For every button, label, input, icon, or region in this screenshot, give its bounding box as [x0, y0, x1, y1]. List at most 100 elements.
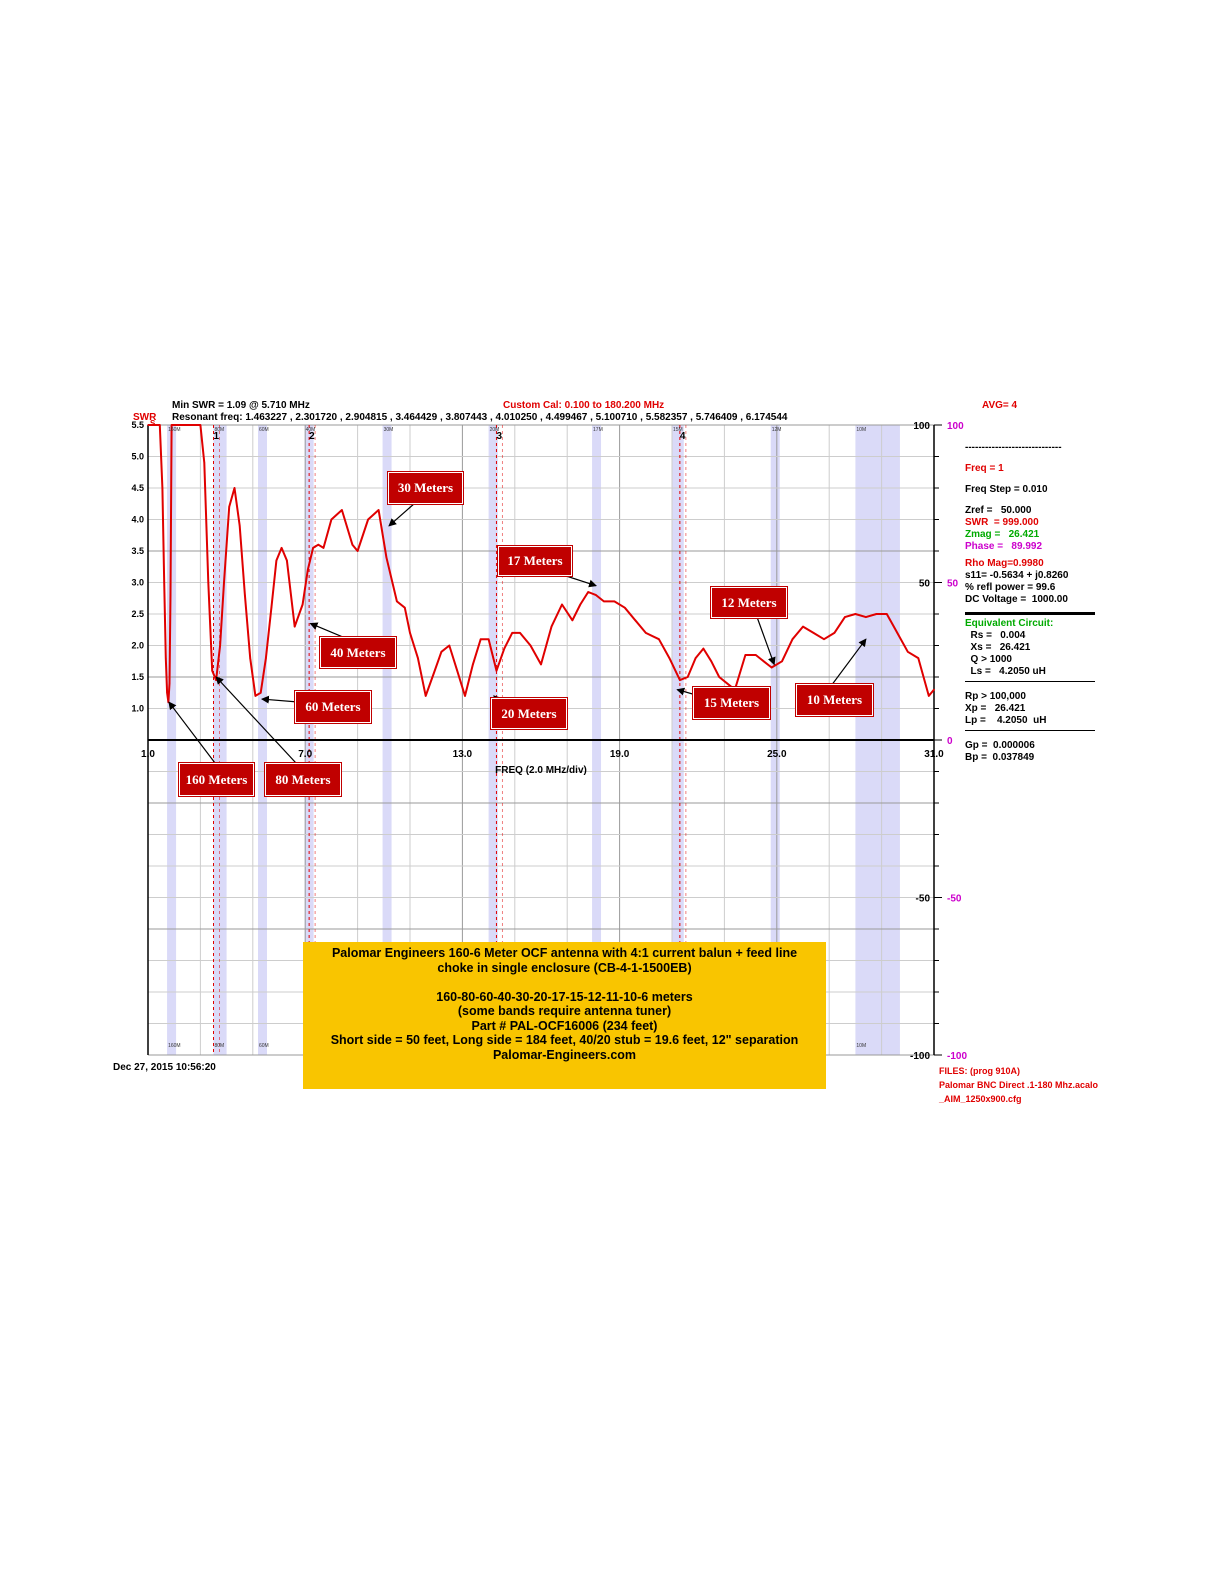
swr-point — [791, 638, 794, 640]
x-tick-label: 19.0 — [610, 749, 630, 760]
swr-point — [744, 654, 747, 656]
marker-label: 3 — [496, 431, 502, 442]
avg-readout: AVG= 4 — [982, 400, 1018, 411]
swr-point — [367, 518, 369, 521]
band-top-label: 160M — [168, 427, 181, 433]
callout-60-meters: 60 Meters — [295, 691, 371, 723]
note-line: choke in single enclosure (CB-4-1-1500EB… — [437, 960, 692, 975]
swr-point — [624, 606, 626, 609]
swr-point — [658, 638, 660, 640]
swr-point — [199, 424, 202, 426]
swr-point — [351, 543, 354, 546]
swr-point — [448, 644, 451, 647]
swr-point — [503, 647, 506, 650]
swr-point — [312, 547, 314, 549]
swr-point — [464, 695, 466, 697]
phase-readout: Phase = 89.992 — [965, 541, 1043, 552]
band-top-label: 10M — [856, 427, 866, 433]
right-tick-label: 50 — [919, 579, 931, 590]
swr-point — [265, 657, 267, 659]
swr-point — [694, 657, 697, 659]
x-tick-label: 25.0 — [767, 749, 787, 760]
xp-readout: Xp = 26.421 — [965, 703, 1026, 714]
callout-15-meters: 15 Meters — [693, 687, 770, 719]
swr-point — [844, 616, 846, 618]
y-tick-label: 2.5 — [131, 609, 144, 619]
swr-point — [307, 569, 309, 571]
y-tick-label: 4.0 — [131, 515, 144, 525]
swr-point — [479, 638, 482, 640]
marker-label: 1 — [214, 431, 220, 442]
swr-point — [254, 695, 257, 697]
marker-label: 2 — [309, 431, 315, 442]
band-top-label: 60M — [259, 427, 269, 433]
files-list: FILES: (prog 910A) Palomar BNC Direct .1… — [939, 1064, 1098, 1106]
zref-readout: Zref = 50.000 — [965, 505, 1032, 516]
swr-point — [595, 594, 597, 596]
panel-divider — [965, 612, 1095, 615]
swr-point — [634, 619, 637, 622]
callout-arrow — [388, 502, 416, 527]
swr-point — [854, 613, 857, 615]
band-top-label: 17M — [593, 427, 603, 433]
swr-point — [645, 632, 647, 634]
freq-readout: Freq = 1 — [965, 463, 1004, 474]
right-tick-label: 100 — [913, 421, 930, 432]
swr-point — [472, 663, 474, 666]
swr-point — [710, 660, 713, 663]
refl-power-readout: % refl power = 99.6 — [965, 582, 1056, 593]
swr-point — [191, 424, 194, 426]
band-bottom-label: 60M — [259, 1043, 269, 1049]
swr-point — [385, 556, 388, 559]
right-tick-label: -50 — [916, 894, 931, 905]
swr-point — [519, 632, 521, 634]
swr-point — [550, 625, 553, 628]
swr-point — [432, 673, 435, 675]
panel-dashes: ----------------------------- — [965, 442, 1062, 453]
band-top-label: 12M — [772, 427, 782, 433]
swr-point — [702, 647, 705, 650]
swr-point — [875, 613, 878, 615]
note-line: Palomar Engineers 160-6 Meter OCF antenn… — [331, 946, 798, 960]
swr-point — [907, 651, 909, 653]
swr-point — [377, 509, 380, 511]
swr-point — [203, 462, 206, 464]
ls-readout: Ls = 4.2050 uH — [965, 666, 1046, 677]
swr-point — [211, 669, 213, 672]
swr-point — [169, 594, 172, 596]
swr-point — [679, 679, 681, 681]
band-bottom-label: 80M — [215, 1043, 225, 1049]
freq-step-readout: Freq Step = 0.010 — [965, 484, 1048, 495]
note-line: Part # PAL-OCF16006 (234 feet) — [471, 1018, 658, 1033]
swr-point — [762, 660, 765, 663]
swr-point — [163, 581, 165, 584]
files-line: Palomar BNC Direct .1-180 Mhz.acalo — [939, 1080, 1099, 1090]
swr-point — [168, 682, 171, 685]
y-tick-label: 3.0 — [131, 578, 144, 588]
magenta-tick-label: 0 — [947, 736, 953, 747]
note-line: Short side = 50 feet, Long side = 184 fe… — [330, 1033, 799, 1047]
swr-trace — [147, 424, 935, 704]
x-tick-label: 7.0 — [298, 749, 312, 760]
swr-point — [812, 632, 815, 634]
x-tick-label: 1.0 — [141, 749, 155, 760]
band-top-label: 30M — [384, 427, 394, 433]
swr-point — [529, 644, 532, 647]
note-line: 160-80-60-40-30-20-17-15-12-11-10-6 mete… — [436, 989, 693, 1004]
swr-point — [330, 518, 333, 521]
dc-voltage-readout: DC Voltage = 1000.00 — [965, 594, 1068, 605]
swr-point — [244, 594, 246, 596]
callout-17-meters: 17 Meters — [498, 546, 572, 576]
y-tick-label: 2.0 — [131, 641, 144, 651]
swr-point — [440, 651, 443, 653]
swr-point — [571, 619, 574, 622]
swr-point — [165, 657, 167, 659]
rho-mag-readout: Rho Mag=0.9980 — [965, 558, 1044, 569]
swr-point — [153, 424, 156, 426]
y-axis-title: SWR — [133, 412, 157, 423]
swr-point — [270, 606, 273, 609]
right-tick-label: -100 — [910, 1051, 930, 1062]
swr-point — [151, 424, 153, 426]
swr-point — [396, 600, 398, 603]
swr-point — [579, 603, 582, 606]
